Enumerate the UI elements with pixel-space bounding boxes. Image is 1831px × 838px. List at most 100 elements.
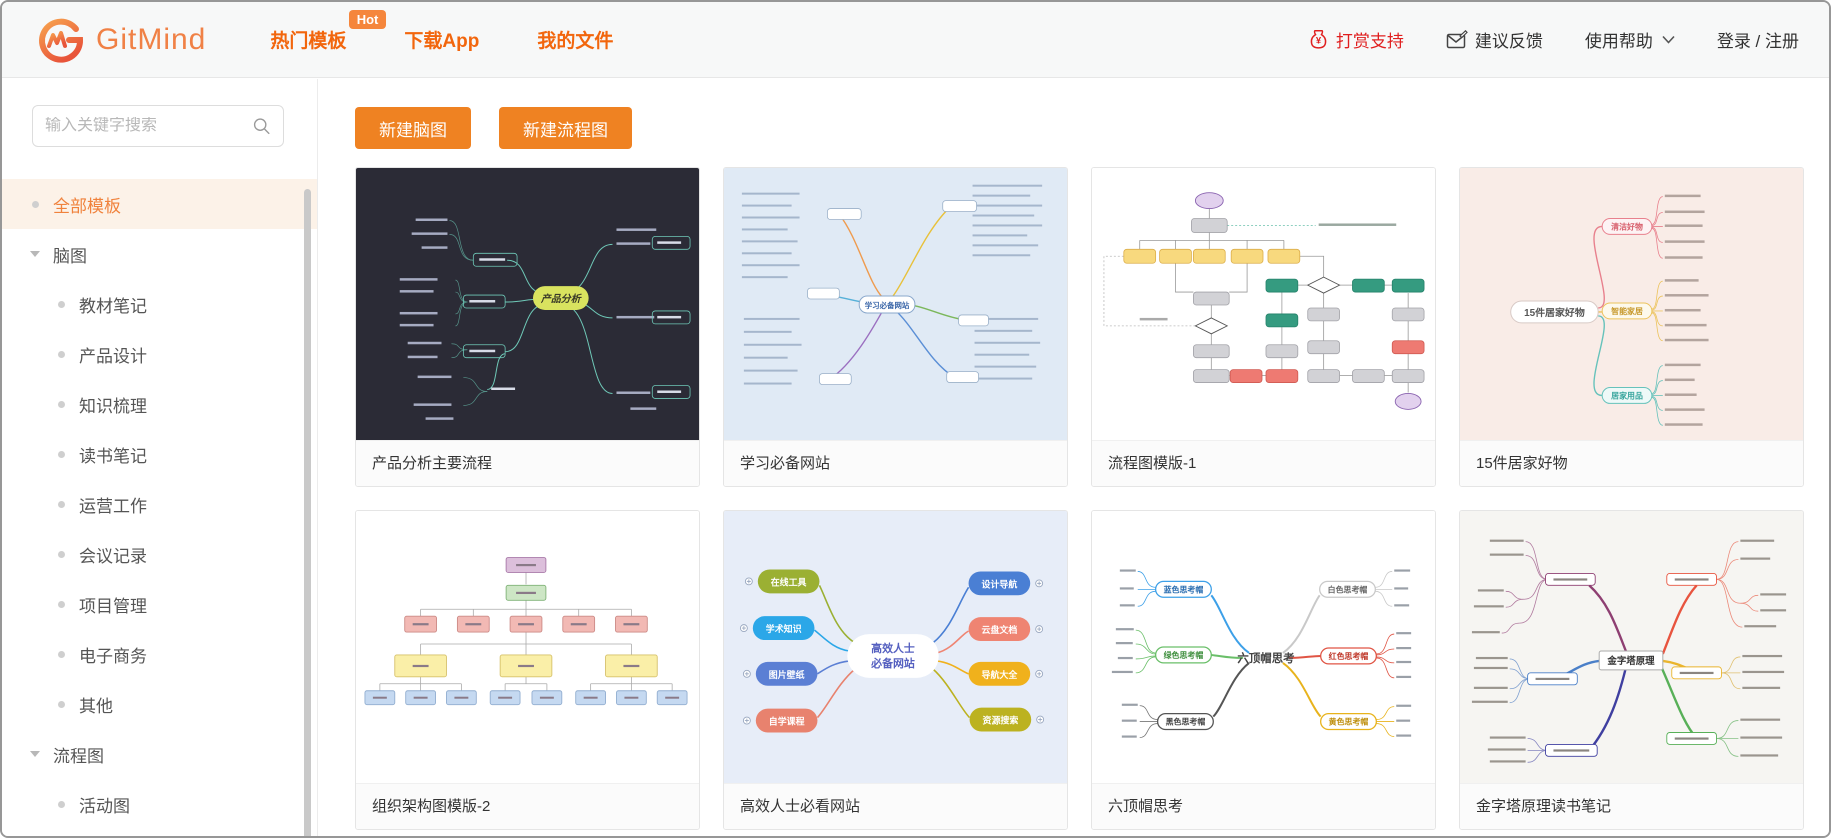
template-title: 组织架构图模版-2: [356, 783, 699, 829]
template-card[interactable]: 组织架构图模版-2: [355, 510, 700, 830]
template-thumbnail[interactable]: [1092, 168, 1435, 440]
bullet-icon: [58, 300, 65, 308]
bullet-icon: [58, 700, 65, 708]
sidebar-item-ecommerce[interactable]: 电子商务: [2, 629, 317, 679]
card8-center-label: 金字塔原理: [1606, 655, 1655, 667]
sidebar-group-flowchart[interactable]: 流程图: [2, 729, 317, 779]
search-box[interactable]: [32, 105, 284, 147]
template-thumbnail[interactable]: 金字塔原理: [1460, 511, 1803, 783]
sidebar-item-reading-notes[interactable]: 读书笔记: [2, 429, 317, 479]
template-thumbnail[interactable]: 学习必备网站: [724, 168, 1067, 440]
bullet-icon: [58, 500, 65, 508]
sidebar-item-all-templates[interactable]: 全部模板: [2, 179, 317, 229]
feedback-link[interactable]: 建议反馈: [1446, 27, 1543, 52]
template-card[interactable]: 流程图模版-1: [1091, 167, 1436, 487]
sidebar-scrollbar[interactable]: [304, 189, 311, 836]
svg-text:¥: ¥: [1316, 36, 1322, 47]
new-flowchart-button[interactable]: 新建流程图: [499, 107, 632, 149]
card6-center-line2: 必备网站: [870, 656, 915, 670]
card6-node-label: 设计导航: [982, 578, 1018, 589]
nav-my-files[interactable]: 我的文件: [537, 31, 614, 52]
bullet-icon: [58, 600, 65, 608]
new-mindmap-button[interactable]: 新建脑图: [355, 107, 471, 149]
card7-hat-label: 黄色思考帽: [1329, 717, 1369, 727]
card2-center-node-label: 学习必备网站: [865, 300, 910, 310]
help-menu[interactable]: 使用帮助: [1585, 27, 1675, 52]
mindmap-thumbnail-colorful: 在线工具 学术知识 图片壁纸 自学课程 设计导航 云盘文档 导航大全: [739, 569, 1045, 733]
feedback-envelope-icon: [1446, 29, 1468, 48]
card4-branch-label: 居家用品: [1611, 390, 1643, 400]
template-thumbnail[interactable]: 产品分析: [356, 168, 699, 440]
template-card[interactable]: 产品分析 产品分析主要流程: [355, 167, 700, 487]
triangle-down-icon: [30, 751, 40, 757]
sidebar: 全部模板 脑图 教材笔记 产品设计 知识梳理 读书笔记 运营工作 会议记录 项目…: [2, 79, 318, 836]
template-card[interactable]: 金字塔原理 金字塔原理读书笔记: [1459, 510, 1804, 830]
template-card[interactable]: 学习必备网站 学习必备网站: [723, 167, 1068, 487]
search-icon[interactable]: [252, 115, 271, 137]
mindmap-thumbnail-blue: 学习必备网站: [741, 184, 1043, 385]
card6-node-label: 学术知识: [766, 623, 802, 634]
template-card[interactable]: 15件居家好物 清洁好物 智能家居 居家用品 15件居家好物: [1459, 167, 1804, 487]
card7-hat-label: 蓝色思考帽: [1164, 584, 1204, 594]
sidebar-item-others[interactable]: 其他: [2, 679, 317, 729]
card6-center-line1: 高效人士: [871, 641, 915, 655]
template-thumbnail[interactable]: 蓝色思考帽 绿色思考帽 黑色思考帽 白色思考帽 红色思考帽 黄色思考帽 六顶帽思…: [1092, 511, 1435, 783]
nav-download-app[interactable]: 下载App: [404, 31, 480, 52]
search-input[interactable]: [45, 117, 252, 135]
mindmap-thumbnail-pyramid: 金字塔原理: [1471, 539, 1787, 763]
sidebar-item-meeting-minutes[interactable]: 会议记录: [2, 529, 317, 579]
sidebar-item-textbook-notes[interactable]: 教材笔记: [2, 279, 317, 329]
sidebar-item-product-design[interactable]: 产品设计: [2, 329, 317, 379]
sidebar-item-project-management[interactable]: 项目管理: [2, 579, 317, 629]
bullet-icon: [58, 800, 65, 808]
money-bag-icon: ¥: [1310, 29, 1327, 49]
nav-hot-templates[interactable]: 热门模板 Hot: [270, 10, 387, 53]
sidebar-group-mindmap[interactable]: 脑图: [2, 229, 317, 279]
sidebar-item-operation-work[interactable]: 运营工作: [2, 479, 317, 529]
template-grid: 产品分析 产品分析主要流程: [355, 167, 1829, 830]
card7-hat-label: 白色思考帽: [1328, 584, 1368, 594]
card6-node-label: 资源搜索: [983, 715, 1019, 726]
chevron-down-icon: [1662, 35, 1675, 44]
top-navbar: GitMind 热门模板 Hot 下载App 我的文件 ¥ 打赏支持: [2, 2, 1829, 78]
template-title: 六顶帽思考: [1092, 783, 1435, 829]
card6-node-label: 自学课程: [769, 716, 805, 727]
orgchart-thumbnail: [364, 557, 688, 706]
template-title: 流程图模版-1: [1092, 440, 1435, 486]
mindmap-thumbnail-hats: 蓝色思考帽 绿色思考帽 黑色思考帽 白色思考帽 红色思考帽 黄色思考帽 六顶帽思…: [1111, 569, 1412, 738]
sidebar-item-activity-diagram[interactable]: 活动图: [2, 779, 317, 829]
brand-name: GitMind: [96, 22, 207, 56]
bullet-icon: [58, 550, 65, 558]
gitmind-logo[interactable]: GitMind: [36, 15, 206, 65]
template-title: 高效人士必看网站: [724, 783, 1067, 829]
template-title: 15件居家好物: [1460, 440, 1803, 486]
card7-hat-label: 红色思考帽: [1329, 651, 1369, 661]
template-gallery: 新建脑图 新建流程图: [319, 79, 1829, 836]
mindmap-thumbnail-dark: 产品分析: [399, 218, 691, 420]
template-thumbnail[interactable]: 在线工具 学术知识 图片壁纸 自学课程 设计导航 云盘文档 导航大全: [724, 511, 1067, 783]
template-title: 金字塔原理读书笔记: [1460, 783, 1803, 829]
template-card[interactable]: 蓝色思考帽 绿色思考帽 黑色思考帽 白色思考帽 红色思考帽 黄色思考帽 六顶帽思…: [1091, 510, 1436, 830]
gitmind-logo-icon: [39, 18, 84, 63]
card4-branch-label: 智能家居: [1611, 306, 1643, 316]
login-register-link[interactable]: 登录 / 注册: [1716, 32, 1799, 51]
template-thumbnail[interactable]: 15件居家好物 清洁好物 智能家居 居家用品: [1460, 168, 1803, 440]
main-nav: 热门模板 Hot 下载App 我的文件: [270, 10, 614, 53]
card6-node-label: 云盘文档: [982, 624, 1018, 635]
card4-center-node-label: 15件居家好物: [1524, 306, 1585, 319]
header-right: ¥ 打赏支持 建议反馈 使用帮助 登录 / 注册: [1308, 27, 1799, 52]
triangle-down-icon: [30, 251, 40, 257]
donate-support-link[interactable]: ¥ 打赏支持: [1308, 27, 1404, 52]
card1-center-node-label: 产品分析: [540, 293, 583, 305]
card6-node-label: 导航大全: [982, 669, 1019, 680]
card4-branch-label: 清洁好物: [1611, 221, 1643, 231]
template-card[interactable]: 在线工具 学术知识 图片壁纸 自学课程 设计导航 云盘文档 导航大全: [723, 510, 1068, 830]
bullet-icon: [58, 400, 65, 408]
bullet-icon: [32, 200, 39, 208]
template-thumbnail[interactable]: [356, 511, 699, 783]
create-actions: 新建脑图 新建流程图: [355, 107, 1829, 149]
template-category-menu: 全部模板 脑图 教材笔记 产品设计 知识梳理 读书笔记 运营工作 会议记录 项目…: [2, 179, 317, 829]
bullet-icon: [58, 650, 65, 658]
sidebar-item-knowledge-sorting[interactable]: 知识梳理: [2, 379, 317, 429]
